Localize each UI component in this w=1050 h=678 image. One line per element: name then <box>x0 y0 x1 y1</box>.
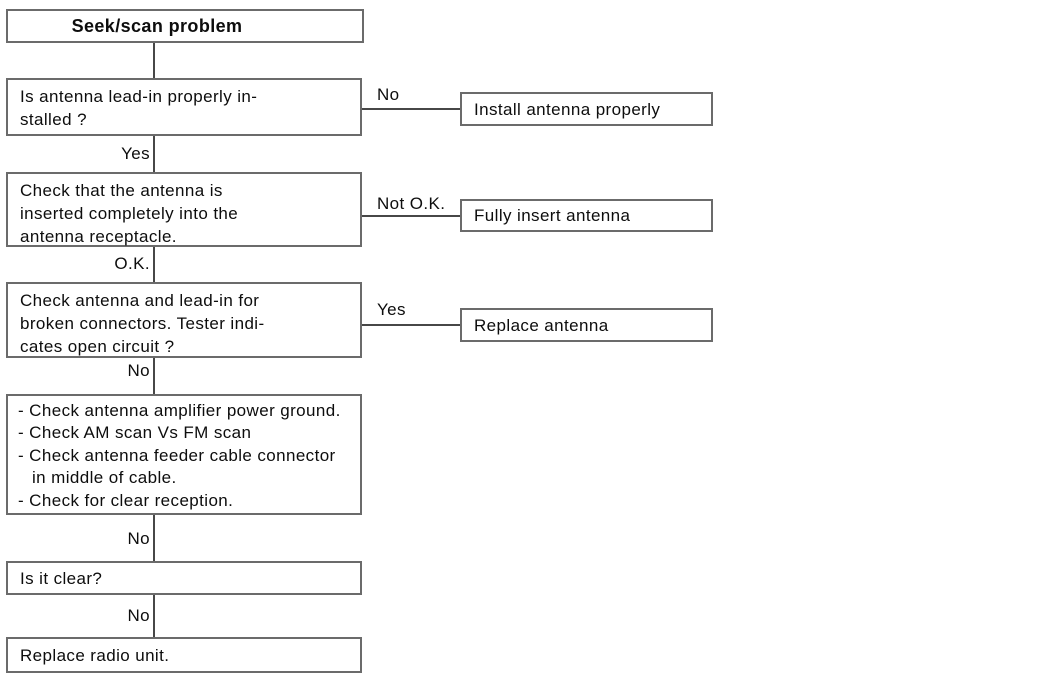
node-text-line: Is antenna lead-in properly in- <box>20 87 258 106</box>
node-text-line: antenna receptacle. <box>20 227 177 246</box>
node-text-line: Fully insert antenna <box>474 206 631 225</box>
branch-label-no: No <box>377 85 400 104</box>
node-text-line: - Check antenna feeder cable connector <box>18 445 336 465</box>
node-text-line: Install antenna properly <box>474 99 661 119</box>
node-result-install-antenna: Install antenna properly <box>460 92 713 126</box>
node-text-line: - Check for clear reception. <box>18 490 234 510</box>
node-question-is-clear: Is it clear? <box>6 561 362 595</box>
spine-label-yes: Yes <box>121 144 150 163</box>
spine-label-no-2: No <box>127 529 150 548</box>
node-start: Seek/scan problem <box>6 9 364 43</box>
node-text-line: Check antenna and lead-in for <box>20 291 260 310</box>
branch-connector-line <box>360 215 460 217</box>
branch-label-not-ok: Not O.K. <box>377 194 446 213</box>
node-checklist: - Check antenna amplifier power ground. … <box>6 394 362 515</box>
node-text-line: Is it clear? <box>20 568 103 588</box>
node-text-line: inserted completely into the <box>20 204 239 223</box>
node-text-line: Replace antenna <box>474 315 609 335</box>
branch-label-yes: Yes <box>377 300 406 319</box>
node-text-line: Replace radio unit. <box>20 645 170 665</box>
node-check-broken-connectors: Check antenna and lead-in for broken con… <box>6 282 362 358</box>
node-question-lead-in: Is antenna lead-in properly in- stalled … <box>6 78 362 136</box>
node-text-line: stalled ? <box>20 110 87 129</box>
branch-connector-line <box>360 108 460 110</box>
spine-label-ok: O.K. <box>114 254 150 273</box>
branch-connector-line <box>360 324 460 326</box>
node-title-text: Seek/scan problem <box>71 15 243 36</box>
node-text-line: broken connectors. Tester indi- <box>20 314 265 333</box>
node-check-inserted: Check that the antenna is inserted compl… <box>6 172 362 247</box>
node-text-line: Check that the antenna is <box>20 181 223 200</box>
spine-label-no-3: No <box>127 606 150 625</box>
node-result-fully-insert-antenna: Fully insert antenna <box>460 199 713 232</box>
spine-label-no-1: No <box>127 361 150 380</box>
node-text-line: in middle of cable. <box>32 468 177 488</box>
node-replace-radio-unit: Replace radio unit. <box>6 637 362 673</box>
node-text-line: - Check AM scan Vs FM scan <box>18 423 252 443</box>
node-text-line: cates open circuit ? <box>20 337 175 356</box>
node-text-line: - Check antenna amplifier power ground. <box>18 401 341 420</box>
node-result-replace-antenna: Replace antenna <box>460 308 713 342</box>
